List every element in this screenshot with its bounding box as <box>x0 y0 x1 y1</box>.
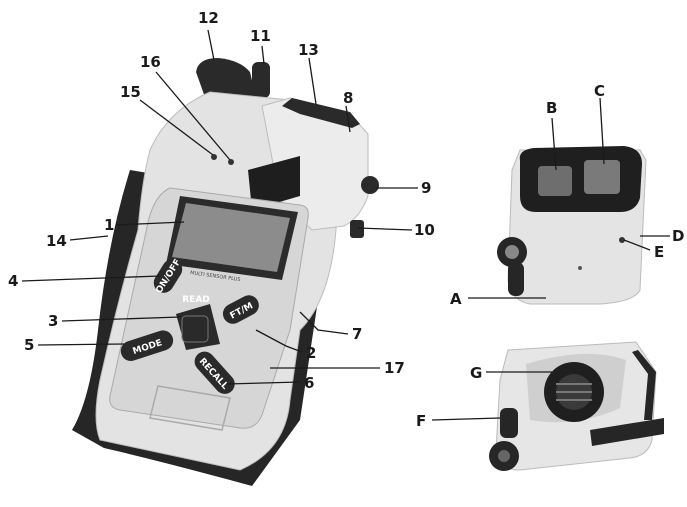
plug-f-core <box>498 450 510 462</box>
gear-teeth <box>556 383 592 401</box>
leader-11 <box>261 45 265 65</box>
bottom-slot <box>149 385 231 431</box>
window-c <box>584 160 620 194</box>
attachment2-strip <box>590 418 664 446</box>
label-10: 10 <box>414 221 435 239</box>
port-e <box>619 237 625 243</box>
leader-10 <box>357 227 413 231</box>
leader-6 <box>225 381 301 385</box>
led-15 <box>211 154 217 160</box>
attachment-top <box>497 146 647 305</box>
label-G: G <box>470 364 482 382</box>
label-14: 14 <box>46 232 67 250</box>
leader-7 <box>299 311 349 335</box>
label-12: 12 <box>198 9 219 27</box>
leader-15 <box>139 99 214 156</box>
label-11: 11 <box>250 27 271 45</box>
leader-12 <box>207 29 215 61</box>
svg-text:READ: READ <box>182 295 210 305</box>
side-knob <box>252 62 270 98</box>
leader-lines <box>21 29 670 421</box>
screw-hole <box>578 266 582 270</box>
top-rail <box>282 98 360 128</box>
label-3: 3 <box>48 312 58 330</box>
label-2: 2 <box>306 344 316 362</box>
attachment2-edge <box>632 350 656 420</box>
label-F: F <box>416 412 426 430</box>
ftm-button[interactable]: FT/M <box>219 292 262 327</box>
laser-lens <box>361 176 379 194</box>
callout-labels: 12 11 13 16 15 8 9 10 1 14 4 3 5 7 2 17 … <box>8 9 684 430</box>
label-7: 7 <box>352 325 362 343</box>
label-E: E <box>654 243 664 261</box>
leader-5 <box>37 343 125 346</box>
label-16: 16 <box>140 53 161 71</box>
label-4: 4 <box>8 272 18 290</box>
leader-3 <box>61 316 181 322</box>
window-b <box>538 166 572 196</box>
label-9: 9 <box>421 179 431 197</box>
leader-8 <box>345 105 351 133</box>
head-window <box>248 156 300 210</box>
leader-B <box>551 117 557 171</box>
leader-F <box>431 417 501 421</box>
attachment-port-inner <box>505 245 519 259</box>
label-D: D <box>672 227 684 245</box>
label-1: 1 <box>104 216 114 234</box>
label-13: 13 <box>298 41 319 59</box>
label-17: 17 <box>384 359 405 377</box>
leader-4 <box>21 275 161 282</box>
label-A: A <box>450 290 462 308</box>
main-device: MULTI SENSOR PLUS ON/OFF READ FT/M MODE … <box>72 58 379 486</box>
lcd-glass <box>172 203 290 272</box>
leader-1 <box>115 221 185 226</box>
leader-C <box>599 97 605 165</box>
label-C: C <box>594 82 605 100</box>
leader-14 <box>69 235 109 241</box>
label-8: 8 <box>343 89 353 107</box>
leader-16 <box>155 71 231 161</box>
side-jack <box>350 220 364 238</box>
leader-2 <box>255 329 303 353</box>
attachment-port-tab <box>508 262 524 296</box>
label-15: 15 <box>120 83 141 101</box>
led-16 <box>228 159 234 165</box>
leader-13 <box>308 57 317 105</box>
label-6: 6 <box>304 374 314 392</box>
leader-E <box>623 239 651 251</box>
mode-button[interactable]: MODE <box>118 328 176 364</box>
label-5: 5 <box>24 336 34 354</box>
label-B: B <box>546 99 557 117</box>
top-dial <box>196 58 256 100</box>
plug-f <box>500 408 518 438</box>
attachment-bottom <box>489 341 664 471</box>
read-button[interactable]: READ <box>176 295 220 350</box>
